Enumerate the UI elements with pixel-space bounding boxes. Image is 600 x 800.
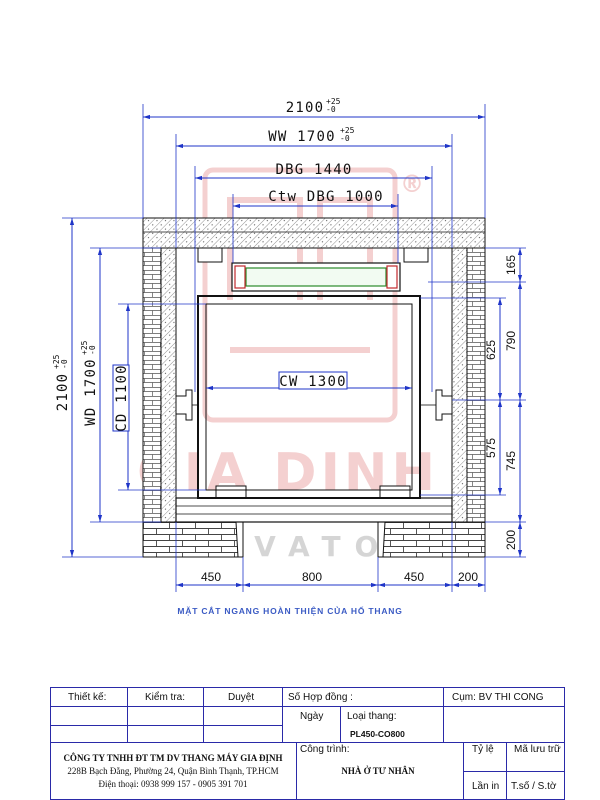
shaft-walls — [142, 217, 486, 558]
right-dimensions: 165 790 745 200 625 575 — [420, 247, 526, 558]
tb-type-value: PL450-CO800 — [350, 729, 405, 739]
title-block: Thiết kế: Kiểm tra: Duyệt Số Hợp đồng : … — [50, 687, 565, 800]
tb-checker-label: Kiểm tra: — [145, 691, 185, 703]
dim-label-ww: WW 1700 — [268, 129, 335, 145]
tb-contract-label: Số Hợp đồng : — [288, 691, 353, 703]
dim-label-group-overall-depth: 2100 +25 -0 — [52, 354, 71, 411]
dim-label-r-165: 165 — [504, 255, 518, 275]
tb-cluster: Cụm: BV THI CONG — [452, 692, 544, 703]
car-inner — [205, 303, 413, 491]
dim-tol-down-wd: -0 — [88, 345, 97, 355]
right-wall-brick — [466, 247, 486, 523]
dim-label-b-800: 800 — [302, 570, 322, 584]
dim-tol-up-overall-width: +25 — [326, 97, 341, 106]
cwt-rail-bracket-left — [197, 247, 223, 263]
tb-type-label: Loại thang: — [347, 711, 397, 722]
left-dimensions: 2100 +25 -0 WD 1700 +25 -0 CD 1100 — [52, 217, 206, 558]
tb-company-address: 228B Bạch Đằng, Phường 24, Quận Bình Thạ… — [67, 766, 278, 776]
tb-print-label: Lần in — [472, 780, 499, 792]
dim-label-wd: WD 1700 — [83, 358, 99, 425]
front-wall-right — [377, 521, 486, 558]
watermark-registered-mark: ® — [400, 170, 424, 198]
dim-label-b-450-right: 450 — [404, 570, 424, 584]
dim-label-overall-width: 2100 — [286, 100, 325, 116]
bottom-dimensions: 450 800 450 200 — [175, 522, 486, 592]
left-wall-concrete — [160, 247, 177, 523]
tb-project-label: Công trình: — [300, 744, 349, 755]
tb-scale-label: Tỷ lệ — [472, 743, 494, 755]
elevator-car — [197, 295, 421, 499]
dim-label-group-cd: CD 1100 — [112, 364, 130, 432]
left-wall-brick — [142, 247, 162, 523]
dim-label-r-745: 745 — [504, 451, 518, 471]
car-width-dimension: CW 1300 — [206, 371, 412, 391]
drawing-caption: MẶT CẮT NGANG HOÀN THIỆN CỦA HỐ THANG — [177, 605, 402, 616]
dim-label-r-790: 790 — [504, 331, 518, 351]
dim-label-cd: CD 1100 — [114, 364, 130, 431]
counterweight-guide-left — [234, 265, 246, 289]
car-rail-right — [435, 389, 453, 421]
dim-box-cw — [278, 371, 348, 390]
tb-designer-label: Thiết kế: — [68, 691, 106, 703]
tb-company-name: CÔNG TY TNHH ĐT TM DV THANG MÁY GIA ĐỊNH — [63, 753, 282, 763]
dim-tol-down-overall-width: -0 — [326, 105, 336, 114]
car-rail-left — [175, 389, 193, 421]
dim-tol-down-overall-depth: -0 — [60, 359, 69, 369]
tb-company-phone: Điện thoại: 0938 999 157 - 0905 391 701 — [99, 779, 248, 789]
right-wall-concrete — [451, 247, 468, 523]
dim-tol-down-ww: -0 — [340, 134, 350, 143]
door-panel-right — [379, 485, 411, 499]
counterweight-block — [245, 267, 387, 287]
tb-archive-label: Mã lưu trữ — [514, 744, 561, 755]
dim-label-dbg: DBG 1440 — [275, 162, 352, 178]
tb-sheet-label: T.số / S.tờ — [511, 780, 557, 792]
car-outer — [197, 295, 421, 499]
counterweight-guide-right — [386, 265, 398, 289]
dim-tol-up-ww: +25 — [340, 126, 355, 135]
counterweight — [197, 247, 429, 292]
tb-project-value: NHÀ Ở TƯ NHÂN — [341, 766, 415, 776]
dim-label-cw: CW 1300 — [279, 374, 346, 390]
dim-label-r-200: 200 — [504, 530, 518, 550]
dim-label-b-450-left: 450 — [201, 570, 221, 584]
dim-box-cd — [112, 364, 130, 432]
cwt-rail-bracket-right — [403, 247, 429, 263]
tb-approver-label: Duyệt — [228, 692, 254, 703]
sill-band — [175, 497, 453, 523]
dim-tol-up-overall-depth: +25 — [52, 354, 61, 369]
top-dimensions: 2100 +25 -0 WW 1700 +25 -0 DBG 1440 Ctw … — [142, 97, 486, 392]
dim-label-r-575: 575 — [484, 438, 498, 458]
front-wall-left — [142, 521, 244, 558]
door-sill — [175, 485, 453, 523]
dim-tol-up-wd: +25 — [80, 340, 89, 355]
top-wall — [142, 217, 486, 249]
car-guide-rails — [175, 389, 453, 421]
dim-label-group-wd: WD 1700 +25 -0 — [80, 340, 99, 425]
dim-label-overall-depth: 2100 — [55, 373, 71, 412]
watermark-logo-shape — [227, 197, 373, 353]
tb-date-label: Ngày — [300, 711, 323, 722]
dim-label-ctw-dbg: Ctw DBG 1000 — [268, 189, 384, 205]
dim-label-b-200: 200 — [458, 570, 478, 584]
dim-label-r-625: 625 — [484, 340, 498, 360]
door-panel-left — [215, 485, 247, 499]
